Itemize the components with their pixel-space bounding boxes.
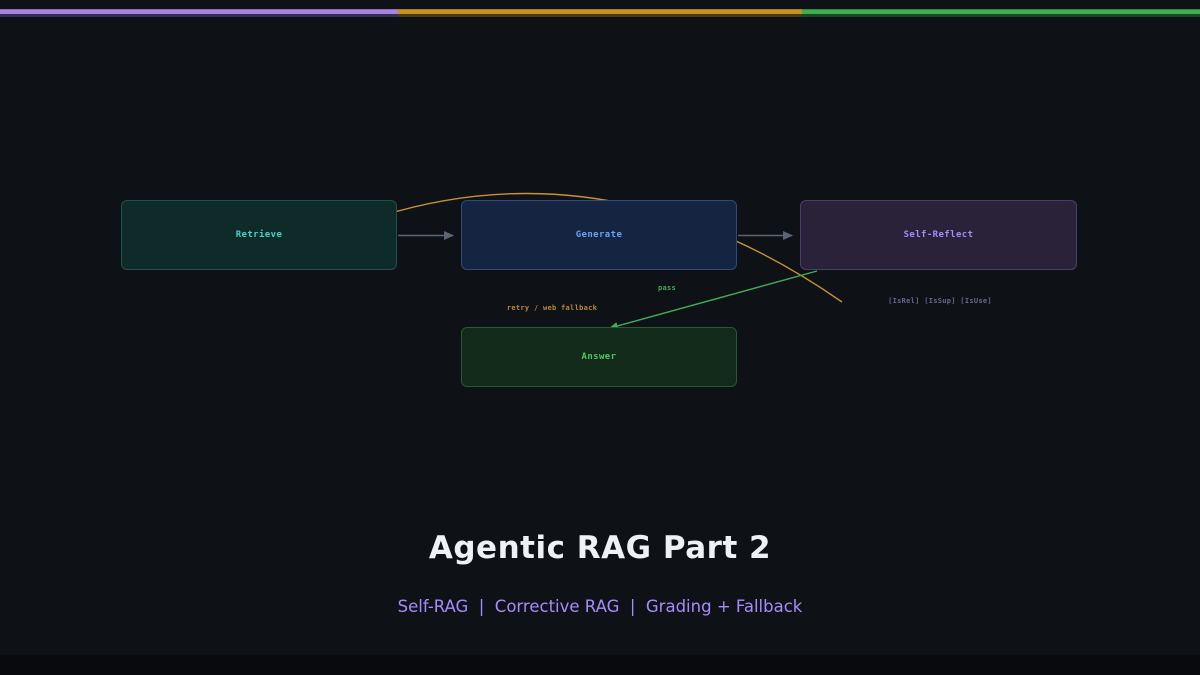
node-answer: Answer <box>461 327 737 387</box>
accent-segment-green <box>802 9 1200 17</box>
accent-segment-purple <box>0 9 398 17</box>
page-subtitle: Self-RAG | Corrective RAG | Grading + Fa… <box>397 597 803 616</box>
node-retrieve-label: Retrieve <box>235 230 283 240</box>
reflection-tokens-label: [IsRel] [IsSup] [IsUse] <box>888 297 992 305</box>
edge-self-reflect-to-answer <box>609 270 818 330</box>
bottom-letterbox-bar <box>0 655 1200 675</box>
edge-label-pass: pass <box>657 284 677 292</box>
node-self-reflect: Self-Reflect <box>800 200 1077 270</box>
node-generate: Generate <box>461 200 737 270</box>
node-retrieve: Retrieve <box>121 200 397 270</box>
edge-label-retry-web-fallback: retry / web fallback <box>506 304 598 312</box>
accent-segment-orange <box>398 9 802 17</box>
page-title: Agentic RAG Part 2 <box>428 530 772 566</box>
node-answer-label: Answer <box>581 352 617 362</box>
node-self-reflect-label: Self-Reflect <box>903 230 974 240</box>
top-accent-bar <box>0 9 1200 17</box>
node-generate-label: Generate <box>575 230 623 240</box>
